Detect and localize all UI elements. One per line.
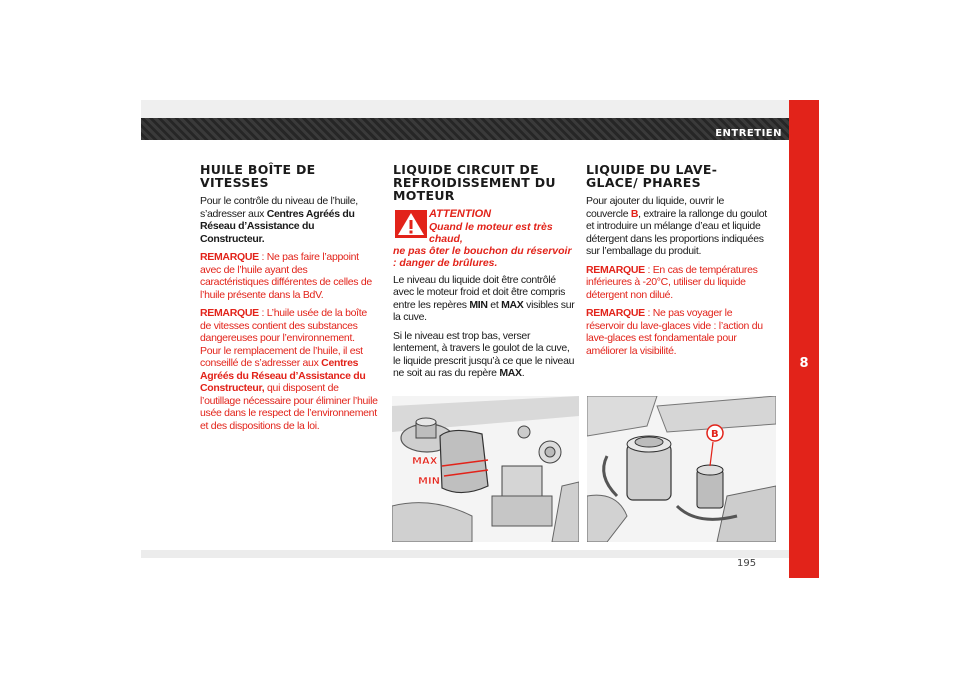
warning-line-1: Quand le moteur est très chaud,: [429, 220, 553, 245]
warning-triangle-icon: [395, 210, 427, 238]
remark-washer-2: REMARQUE : Ne pas voyager le réservoir d…: [586, 307, 763, 357]
page-number: 195: [737, 558, 757, 569]
washer-reservoir-illustration: B: [587, 396, 776, 542]
heading-washer-fluid: LIQUIDE DU LAVE-GLACE/ PHARES: [586, 162, 718, 190]
heading-coolant: LIQUIDE CIRCUIT DE REFROIDISSEMENT DU MO…: [393, 162, 556, 203]
warning-title: ATTENTION: [429, 208, 492, 220]
column-washer-fluid: LIQUIDE DU LAVE-GLACE/ PHARES Pour ajout…: [586, 163, 768, 363]
heading-gearbox-oil: HUILE BOÎTE DE VITESSES: [200, 162, 316, 190]
chapter-number: 8: [799, 356, 809, 371]
coolant-reservoir-illustration: MAX MIN: [392, 396, 579, 542]
remark-2: REMARQUE : L’huile usée de la boîte de v…: [200, 307, 378, 432]
warning-line-2: ne pas ôter le bouchon du réservoir : da…: [393, 244, 572, 269]
header-light-strip: [141, 100, 789, 118]
column-coolant: LIQUIDE CIRCUIT DE REFROIDISSEMENT DU MO…: [393, 163, 575, 386]
min-label: MIN: [418, 476, 440, 487]
paragraph-coolant-topup: Si le niveau est trop bas, verser lentem…: [393, 329, 575, 380]
warning-box: ATTENTION Quand le moteur est très chaud…: [393, 208, 575, 269]
paragraph-washer-fill: Pour ajouter du liquide, ouvrir le couve…: [586, 195, 767, 257]
paragraph-gearbox-check: Pour le contrôle du niveau de l’huile, s…: [200, 195, 358, 245]
section-title: ENTRETIEN: [715, 128, 782, 139]
column-gearbox-oil: HUILE BOÎTE DE VITESSES Pour le contrôle…: [200, 163, 378, 438]
remark-1: REMARQUE : Ne pas faire l’appoint avec d…: [200, 251, 372, 301]
footer-band: [141, 550, 789, 558]
chapter-tab: 8: [789, 100, 819, 578]
paragraph-coolant-level: Le niveau du liquide doit être contrôlé …: [393, 273, 575, 324]
remark-washer-1: REMARQUE : En cas de températures inféri…: [586, 263, 758, 301]
max-label: MAX: [412, 456, 438, 467]
b-label: B: [711, 429, 719, 440]
